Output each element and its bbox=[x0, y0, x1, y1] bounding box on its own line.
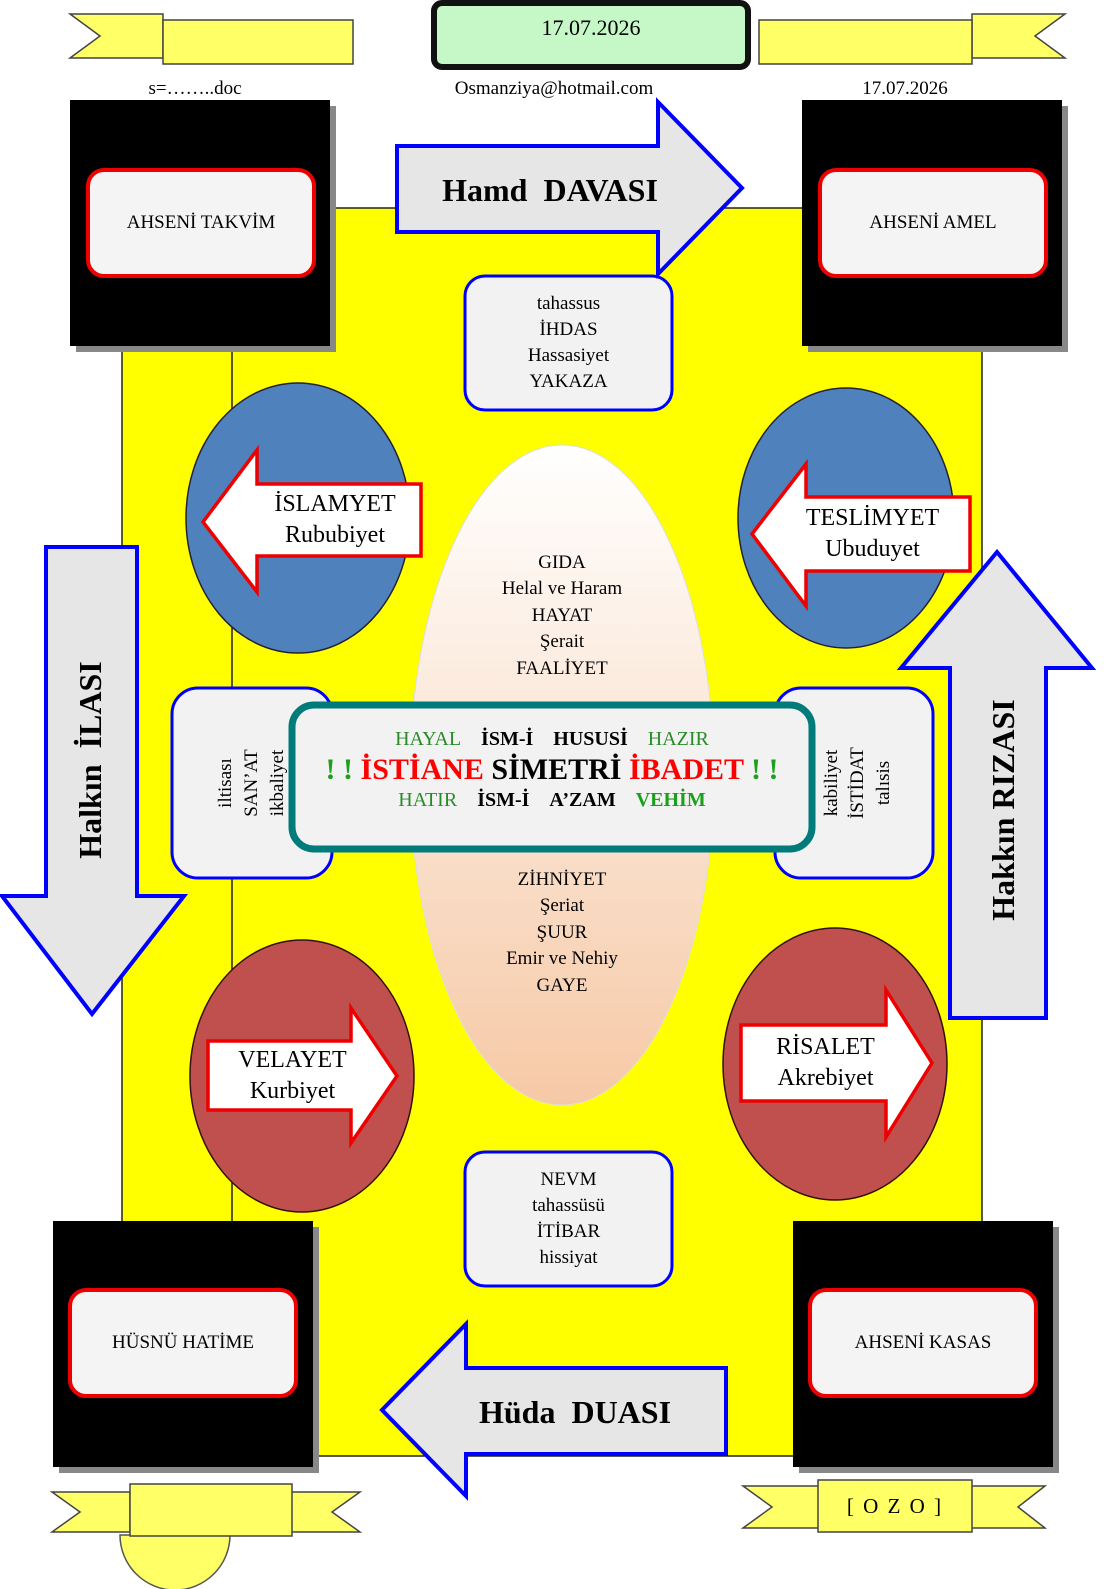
arrow-halkin bbox=[0, 545, 189, 1018]
top-right-banner bbox=[758, 13, 1068, 65]
center-ibadet: İBADET bbox=[628, 753, 744, 786]
velayet-line-2: Kurbiyet bbox=[249, 1078, 336, 1104]
date-box-frame bbox=[431, 0, 751, 70]
center-marks-left: ! ! bbox=[325, 753, 354, 786]
corner-top-right bbox=[802, 100, 1068, 352]
center-hususi: HUSUSİ bbox=[553, 728, 628, 750]
center-row-2: ! ! İSTİANE SİMETRİ İBADET ! ! bbox=[300, 752, 804, 788]
islamyet-line-2: Rububiyet bbox=[285, 522, 385, 548]
top-center-box bbox=[463, 274, 674, 412]
top-box-line-4: YAKAZA bbox=[529, 371, 608, 392]
oval-top-line-4: Şerait bbox=[539, 631, 585, 653]
center-box bbox=[288, 701, 816, 853]
right-box-line-1: kabiliyet bbox=[821, 749, 842, 817]
arrow-label-huda: Hüda DUASI bbox=[478, 1393, 672, 1430]
arrow-hakkin bbox=[896, 548, 1097, 1020]
left-box-line-1: iltisası bbox=[215, 758, 236, 808]
corner-label-bottom-left: HÜSNÜ HATİME bbox=[112, 1332, 254, 1353]
corner-label-top-right: AHSENİ AMEL bbox=[869, 212, 997, 233]
risalet-line-2: Akrebiyet bbox=[777, 1065, 874, 1091]
oval-bottom-line-4: Emir ve Nehiy bbox=[506, 948, 618, 970]
file-name: s=……..doc bbox=[148, 78, 242, 99]
oval-top-line-5: FAALİYET bbox=[516, 657, 608, 679]
arrow-velayet bbox=[206, 1002, 400, 1149]
bottom-center-box bbox=[463, 1150, 674, 1288]
center-ism-2: İSM-İ bbox=[477, 789, 530, 811]
corner-label-top-left: AHSENİ TAKVİM bbox=[126, 212, 276, 233]
arrow-label-hakkin: Hakkın RIZASI bbox=[984, 699, 1021, 921]
oval-bottom-line-5: GAYE bbox=[536, 974, 588, 996]
corner-label-bottom-right: AHSENİ KASAS bbox=[854, 1332, 992, 1353]
bottom-box-line-3: İTİBAR bbox=[536, 1221, 601, 1242]
center-marks-right: ! ! bbox=[750, 753, 779, 786]
arrow-label-hamd: Hamd DAVASI bbox=[442, 171, 658, 208]
right-box-text: kabiliyet İSTİDAT talısis bbox=[815, 688, 901, 878]
corner-top-left bbox=[70, 100, 336, 352]
bottom-box-line-1: NEVM bbox=[540, 1169, 597, 1190]
right-box-line-3: talısis bbox=[873, 760, 894, 806]
oval-top-line-1: GIDA bbox=[538, 551, 586, 573]
teslimyet-line-2: Ubuduyet bbox=[825, 536, 920, 562]
center-hayal: HAYAL bbox=[395, 728, 462, 750]
center-row-3: HATIR İSM-İ A’ZAM VEHİM bbox=[300, 788, 804, 812]
label-teslimyet: TESLİMYET Ubuduyet bbox=[790, 502, 955, 566]
corner-bottom-left bbox=[53, 1221, 319, 1473]
corner-bottom-right bbox=[793, 1221, 1059, 1473]
date-box: 17.07.2026 bbox=[541, 15, 641, 40]
risalet-line-1: RİSALET bbox=[776, 1034, 875, 1060]
left-box-text: iltisası SAN’AT ikbaliyet bbox=[209, 688, 295, 878]
bottom-box-line-2: tahassüsü bbox=[532, 1195, 605, 1216]
center-hatir: HATIR bbox=[398, 789, 458, 811]
oval-bottom-line-1: ZİHNİYET bbox=[517, 868, 607, 890]
top-left-banner bbox=[67, 13, 354, 65]
bottom-yellow-half-circle bbox=[119, 1534, 231, 1589]
top-box-line-1: tahassus bbox=[536, 293, 601, 314]
bottom-left-banner bbox=[49, 1483, 363, 1537]
center-hazir: HAZIR bbox=[647, 728, 709, 750]
oval-bottom-line-3: ŞUUR bbox=[536, 921, 588, 943]
center-azam: A’ZAM bbox=[549, 789, 616, 811]
center-ism-1: İSM-İ bbox=[481, 728, 534, 750]
label-islamyet: İSLAMYET Rububiyet bbox=[250, 488, 420, 552]
top-box-text: tahassus İHDAS Hassasiyet YAKAZA bbox=[465, 282, 672, 404]
oval-bottom-text: ZİHNİYET Şeriat ŞUUR Emir ve Nehiy GAYE bbox=[452, 865, 672, 1001]
email: Osmanziya@hotmail.com bbox=[454, 78, 654, 99]
oval-top-line-3: HAYAT bbox=[531, 604, 593, 626]
center-simetri: SİMETRİ bbox=[491, 753, 622, 786]
left-box-line-3: ikbaliyet bbox=[267, 749, 288, 817]
velayet-line-1: VELAYET bbox=[238, 1047, 347, 1073]
oval-top-text: GIDA Helal ve Haram HAYAT Şerait FAALİYE… bbox=[452, 548, 672, 684]
arrow-huda bbox=[379, 1319, 728, 1501]
arrow-teslimyet bbox=[749, 458, 972, 612]
oval-bottom-line-2: Şeriat bbox=[539, 895, 585, 917]
bottom-box-text: NEVM tahassüsü İTİBAR hissiyat bbox=[465, 1158, 672, 1280]
center-row-1: HAYAL İSM-İ HUSUSİ HAZIR bbox=[300, 727, 804, 751]
label-velayet: VELAYET Kurbiyet bbox=[210, 1045, 375, 1107]
bottom-right-banner bbox=[740, 1479, 1048, 1533]
top-box-line-2: İHDAS bbox=[539, 319, 598, 340]
top-box-line-3: Hassasiyet bbox=[527, 345, 610, 366]
date-right: 17.07.2026 bbox=[862, 78, 948, 99]
label-risalet: RİSALET Akrebiyet bbox=[743, 1030, 908, 1096]
arrow-label-halkin: Halkın İLASI bbox=[71, 661, 108, 859]
footer-ozo: [ O Z O ] bbox=[846, 1494, 944, 1518]
arrow-risalet bbox=[739, 983, 935, 1144]
right-box-line-2: İSTİDAT bbox=[847, 747, 868, 819]
teslimyet-line-1: TESLİMYET bbox=[805, 505, 940, 531]
islamyet-line-1: İSLAMYET bbox=[274, 491, 396, 517]
center-istiane: İSTİANE bbox=[360, 753, 484, 786]
oval-top-line-2: Helal ve Haram bbox=[501, 578, 623, 600]
arrow-hamd bbox=[395, 97, 745, 279]
arrow-islamyet bbox=[200, 444, 423, 598]
left-box-line-2: SAN’AT bbox=[241, 749, 262, 817]
bottom-box-line-4: hissiyat bbox=[539, 1247, 598, 1268]
center-vehim: VEHİM bbox=[635, 789, 706, 811]
